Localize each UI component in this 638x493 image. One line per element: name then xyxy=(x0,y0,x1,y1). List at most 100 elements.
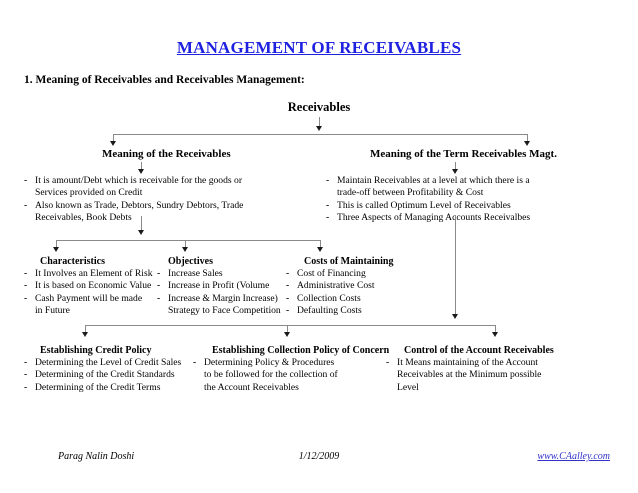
arrow-branch-left-icon xyxy=(109,141,116,146)
list-item: - Maintain Receivables at a level at whi… xyxy=(326,175,576,200)
list-item: - Determining the Level of Credit Sales xyxy=(24,357,214,369)
list-item: - This is called Optimum Level of Receiv… xyxy=(326,200,576,212)
list-item: - Increase Sales xyxy=(157,268,302,280)
bullet-dash: - xyxy=(286,305,290,317)
list-item-text: Maintain Receivables at a level at which… xyxy=(337,175,530,199)
arrow-bottom-col2-icon xyxy=(283,332,290,337)
mid-column-heading-costs: Costs of Maintaining xyxy=(304,256,394,267)
bullet-dash: - xyxy=(326,199,330,211)
connector-bottom-split-bar xyxy=(85,325,495,326)
footer-author: Parag Nalin Doshi xyxy=(58,451,135,462)
bullet-dash: - xyxy=(24,369,28,381)
list-item-text: Cost of Financing xyxy=(297,268,366,279)
arrow-branch-right-icon xyxy=(523,141,530,146)
bottom-column-heading-control: Control of the Account Receivables xyxy=(404,345,554,356)
list-item: - Determining Policy & Procedures xyxy=(193,357,378,369)
connector-mid-stem xyxy=(141,216,142,232)
bullet-dash: - xyxy=(24,199,28,211)
list-item-continuation: Strategy to Face Competition xyxy=(168,305,281,317)
list-item-text: Three Aspects of Managing Accounts Recei… xyxy=(337,212,531,224)
list-item-text: Determining of the Credit Standards xyxy=(35,369,175,381)
bullet-dash: - xyxy=(386,357,390,368)
bottom-column-points-credit-policy: - Determining the Level of Credit Sales … xyxy=(24,357,214,394)
list-item: - Increase & Margin Increase) xyxy=(157,293,302,305)
bullet-dash: - xyxy=(157,280,161,292)
bottom-column-heading-credit-policy: Establishing Credit Policy xyxy=(40,345,152,356)
list-item-text: Determining of the Credit Terms xyxy=(35,381,161,393)
list-item-text: It is amount/Debt which is receivable fo… xyxy=(35,175,243,199)
page-title: MANAGEMENT OF RECEIVABLES xyxy=(176,38,462,57)
arrow-mid-col3-icon xyxy=(316,247,323,252)
list-item: - Determining of the Credit Terms xyxy=(24,382,214,394)
list-item: - Cost of Financing xyxy=(286,268,416,280)
list-item-text: This is called Optimum Level of Receivab… xyxy=(337,199,511,211)
list-item-text: It Means maintaining of the Account xyxy=(397,357,538,368)
arrow-bottom-col1-icon xyxy=(81,332,88,337)
arrow-right-branch-stem-icon xyxy=(451,169,458,174)
list-item: - Defaulting Costs xyxy=(286,305,416,317)
list-item: - Administrative Cost xyxy=(286,280,416,292)
bottom-column-points-collection-policy: - Determining Policy & Procedures to be … xyxy=(193,357,378,394)
mid-column-points-objectives: - Increase Sales - Increase in Profit (V… xyxy=(157,268,302,318)
mid-column-points-characteristics: - It Involves an Element of Risk - It is… xyxy=(24,268,159,318)
branch-heading-left: Meaning of the Receivables xyxy=(102,148,231,160)
mid-column-heading-objectives: Objectives xyxy=(168,256,213,267)
footer-divider xyxy=(0,437,638,438)
footer-website-link[interactable]: www.CAalley.com xyxy=(537,451,610,462)
list-item-text: Increase Sales xyxy=(168,268,223,279)
bullet-dash: - xyxy=(24,357,28,368)
connector-mid-split-2 xyxy=(185,240,186,249)
list-item-text: Defaulting Costs xyxy=(297,305,362,317)
list-item-text: Collection Costs xyxy=(297,292,361,304)
connector-mid-split-3 xyxy=(320,240,321,249)
bottom-column-points-control: - It Means maintaining of the Account Re… xyxy=(386,357,561,394)
connector-right-long-stem xyxy=(455,216,456,316)
connector-root-split-bar xyxy=(113,134,527,135)
list-item-text: Determining Policy & Procedures xyxy=(204,357,335,368)
list-item: - Collection Costs xyxy=(286,293,416,305)
list-item-text: It is based on Economic Value xyxy=(35,280,152,292)
list-item-text: It Involves an Element of Risk xyxy=(35,268,153,279)
connector-root-split-left xyxy=(113,134,114,143)
list-item-text: Increase in Profit (Volume xyxy=(168,280,270,292)
bottom-column-heading-collection-policy: Establishing Collection Policy of Concer… xyxy=(212,345,390,356)
bullet-dash: - xyxy=(24,175,28,186)
connector-bottom-riser xyxy=(495,325,496,333)
left-branch-points: - It is amount/Debt which is receivable … xyxy=(24,175,264,225)
section-heading: 1. Meaning of Receivables and Receivable… xyxy=(24,74,305,86)
connector-mid-split-bar xyxy=(56,240,320,241)
bullet-dash: - xyxy=(157,268,161,279)
list-item: - It is based on Economic Value xyxy=(24,280,159,292)
list-item-text: Cash Payment will be made in Future xyxy=(35,292,143,317)
arrow-right-long-stem-icon xyxy=(451,314,458,319)
bullet-dash: - xyxy=(24,292,28,304)
arrow-mid-stem-icon xyxy=(137,230,144,235)
connector-mid-split-1 xyxy=(56,240,57,249)
arrow-mid-col2-icon xyxy=(181,247,188,252)
list-item-continuation: to be followed for the collection of the… xyxy=(204,369,338,393)
connector-bottom-split-1 xyxy=(85,325,86,334)
bullet-dash: - xyxy=(326,212,330,224)
bullet-dash: - xyxy=(24,280,28,292)
footer-date: 1/12/2009 xyxy=(298,451,340,462)
mid-column-heading-characteristics: Characteristics xyxy=(40,256,105,267)
bullet-dash: - xyxy=(24,268,28,279)
list-item-text: Also known as Trade, Debtors, Sundry Deb… xyxy=(35,199,244,224)
connector-right-branch-stem xyxy=(455,162,456,171)
diagram-root-node: Receivables xyxy=(287,100,351,114)
bullet-dash: - xyxy=(286,268,290,279)
bullet-dash: - xyxy=(326,175,330,186)
mid-column-points-costs: - Cost of Financing - Administrative Cos… xyxy=(286,268,416,318)
connector-bottom-split-2 xyxy=(287,325,288,334)
bullet-dash: - xyxy=(286,280,290,292)
list-item: - Also known as Trade, Debtors, Sundry D… xyxy=(24,200,264,225)
branch-heading-right: Meaning of the Term Receivables Magt. xyxy=(370,148,557,160)
connector-left-branch-stem xyxy=(141,162,142,171)
bullet-dash: - xyxy=(24,381,28,393)
bullet-dash: - xyxy=(157,292,161,304)
list-item: - Increase in Profit (Volume xyxy=(157,280,302,292)
list-item: - It is amount/Debt which is receivable … xyxy=(24,175,264,200)
list-item: - Three Aspects of Managing Accounts Rec… xyxy=(326,212,576,224)
arrow-left-branch-stem-icon xyxy=(137,169,144,174)
